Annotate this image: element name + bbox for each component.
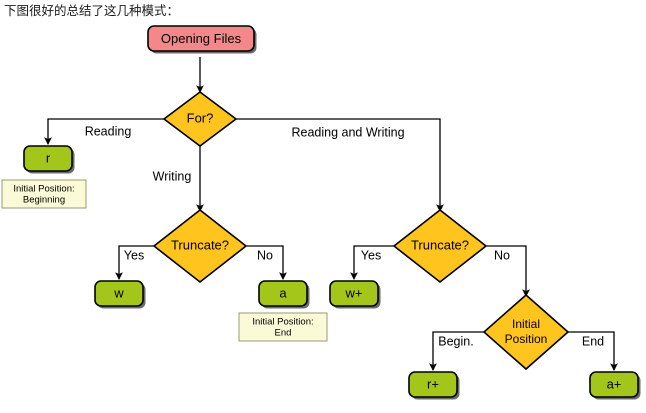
node-for-decision[interactable]: For? [162,91,238,147]
note-a-line2: End [275,328,292,339]
edges-layer [44,57,618,372]
node-truncate-writing[interactable]: Truncate? [152,208,248,284]
node-mode-rplus-label: r+ [427,376,439,391]
edge-initial-position-to-aplus [567,331,618,372]
node-mode-r[interactable]: r [23,145,75,174]
edge-label-end: End [582,334,604,348]
page-intro-text: 下图很好的总结了这几种模式： [4,3,180,18]
node-truncate-readwrite-label: Truncate? [411,237,469,252]
node-mode-aplus-label: a+ [607,376,622,391]
node-mode-aplus[interactable]: a+ [589,371,641,400]
edge-label-no-truncate1: No [257,248,273,262]
node-initial-position-label-line2: Position [505,332,548,346]
node-mode-w[interactable]: w [94,280,146,309]
note-initial-position-beginning: Initial Position: Beginning [1,179,87,209]
node-mode-r-label: r [46,150,51,165]
edge-truncate2-to-initial-position [485,245,530,298]
edge-label-writing: Writing [153,169,192,183]
notes-layer: Initial Position: Beginning Initial Posi… [1,179,328,342]
node-mode-a[interactable]: a [258,280,310,309]
edge-label-yes-truncate1: Yes [124,248,144,262]
node-initial-position-label-line1: Initial [512,317,540,331]
edge-truncate1-to-w [115,245,155,281]
node-opening-files[interactable]: Opening Files [147,25,257,54]
note-a-line1: Initial Position: [252,317,313,328]
node-mode-a-label: a [279,285,287,300]
node-mode-w-label: w [113,285,124,300]
edge-truncate1-to-a [245,245,287,281]
edge-labels-layer: Reading Writing Reading and Writing Yes … [85,124,604,348]
node-initial-position-decision[interactable]: Initial Position [482,293,570,371]
edge-initial-position-to-rplus [429,331,485,372]
node-opening-files-label: Opening Files [161,31,242,46]
node-truncate-writing-label: Truncate? [171,237,229,252]
note-initial-position-end: Initial Position: End [238,312,328,342]
node-mode-wplus-label: w+ [345,285,363,300]
node-for-label: For? [187,110,214,125]
note-r-line1: Initial Position: [13,184,74,195]
edge-for-to-truncate2 [235,118,444,213]
edge-label-begin: Begin. [438,334,473,348]
edge-truncate2-to-wplus [350,245,395,281]
edge-label-yes-truncate2: Yes [361,248,381,262]
edge-label-reading: Reading [85,124,132,138]
node-mode-rplus[interactable]: r+ [408,371,460,400]
note-r-line2: Beginning [23,195,65,206]
edge-for-to-r [44,118,165,146]
node-truncate-readwrite[interactable]: Truncate? [392,208,488,284]
edge-label-reading-and-writing: Reading and Writing [291,125,404,139]
edge-label-no-truncate2: No [494,248,510,262]
node-mode-wplus[interactable]: w+ [329,280,381,309]
